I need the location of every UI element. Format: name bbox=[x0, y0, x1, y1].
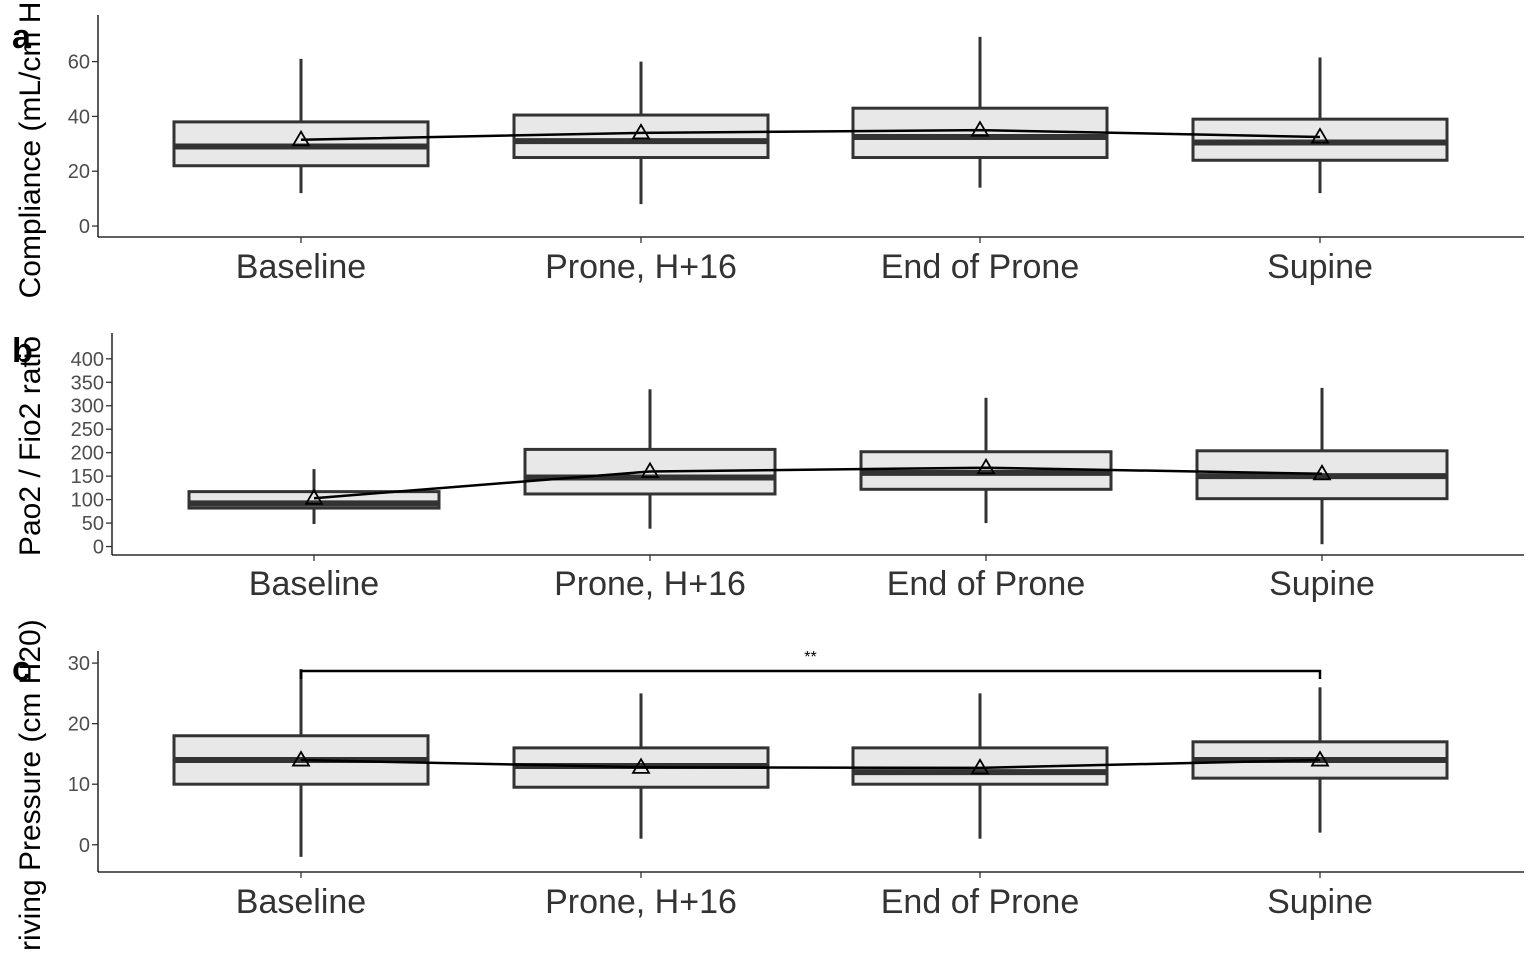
panel-a-box bbox=[512, 113, 770, 160]
panel-b-y-tick-label: 0 bbox=[93, 537, 104, 559]
panel-a-mean-marker bbox=[970, 120, 990, 137]
panel-a-x-tick-label: Prone, H+16 bbox=[545, 248, 737, 286]
panel-b-mean-marker bbox=[1312, 464, 1332, 481]
panel-b-mean-line bbox=[313, 466, 1323, 500]
panel-a-mean-line bbox=[300, 128, 1321, 141]
panel-b-y-axis-title: Pao2 / Fio2 ratio bbox=[14, 336, 47, 556]
panel-c-tag: c bbox=[12, 650, 31, 688]
panel-b-y-tick-label: 300 bbox=[71, 396, 104, 418]
panel-c-y-tick-label: 30 bbox=[68, 653, 90, 675]
panel-c-significance-label: ** bbox=[804, 649, 816, 666]
panel-b-x-tick-label: Baseline bbox=[249, 565, 379, 603]
panel-c-y-tick-label: 0 bbox=[79, 835, 90, 857]
panel-c-mean-marker bbox=[291, 750, 311, 767]
panel-c-mean-line bbox=[300, 758, 1321, 770]
panel-b-mean-marker bbox=[640, 461, 660, 478]
panel-c-x-tick-label: End of Prone bbox=[881, 883, 1079, 921]
panel-c-x-tick-label: Baseline bbox=[236, 883, 366, 921]
panel-b-tag: b bbox=[12, 332, 33, 370]
panel-a-mean-marker bbox=[1310, 127, 1330, 144]
panel-a-mean-marker bbox=[291, 129, 311, 147]
panel-c-y-tick-label: 10 bbox=[68, 774, 90, 796]
panel-c-x-tick-label: Supine bbox=[1267, 883, 1373, 921]
panel-c-x-tick-label: Prone, H+16 bbox=[545, 883, 737, 921]
panel-c-mean-marker bbox=[1310, 750, 1330, 767]
panel-a-y-tick-label: 20 bbox=[68, 161, 90, 183]
panel-a-y-tick-label: 40 bbox=[68, 106, 90, 128]
panel-c-mean-marker bbox=[970, 758, 990, 775]
panel-a-y-axis-title: Compliance (mL/cm H bbox=[14, 2, 47, 299]
panel-b-x-tick-label: Prone, H+16 bbox=[554, 565, 746, 603]
panel-a-x-tick-label: Supine bbox=[1267, 248, 1373, 286]
panel-c-y-tick-label: 20 bbox=[68, 714, 90, 736]
panel-b-mean-marker bbox=[976, 457, 996, 475]
panel-b-y-tick-label: 400 bbox=[71, 349, 104, 371]
panel-a-mean-marker bbox=[631, 123, 651, 140]
panel-a-x-tick-label: End of Prone bbox=[881, 248, 1079, 286]
panel-a-y-tick-label: 60 bbox=[68, 52, 90, 74]
panel-b-y-tick-label: 150 bbox=[71, 466, 104, 488]
panel-b-mean-marker bbox=[304, 488, 324, 505]
panel-b-y-tick-label: 50 bbox=[82, 513, 104, 535]
panel-b-y-tick-label: 250 bbox=[71, 419, 104, 441]
panel-a-tag: a bbox=[12, 18, 32, 56]
panel-c-y-axis-title: Driving Pressure (cm H20) bbox=[14, 619, 47, 951]
panel-b-x-tick-label: Supine bbox=[1269, 565, 1375, 603]
panel-a-x-tick-label: Baseline bbox=[236, 248, 366, 286]
panel-c-significance-bracket bbox=[299, 669, 1322, 679]
panel-a-y-tick-label: 0 bbox=[79, 216, 90, 238]
panel-b-y-tick-label: 100 bbox=[71, 490, 104, 512]
panel-b-y-tick-label: 200 bbox=[71, 443, 104, 465]
panel-b-y-tick-label: 350 bbox=[71, 372, 104, 394]
panel-b-x-tick-label: End of Prone bbox=[887, 565, 1085, 603]
panel-c-mean-marker bbox=[631, 757, 651, 774]
